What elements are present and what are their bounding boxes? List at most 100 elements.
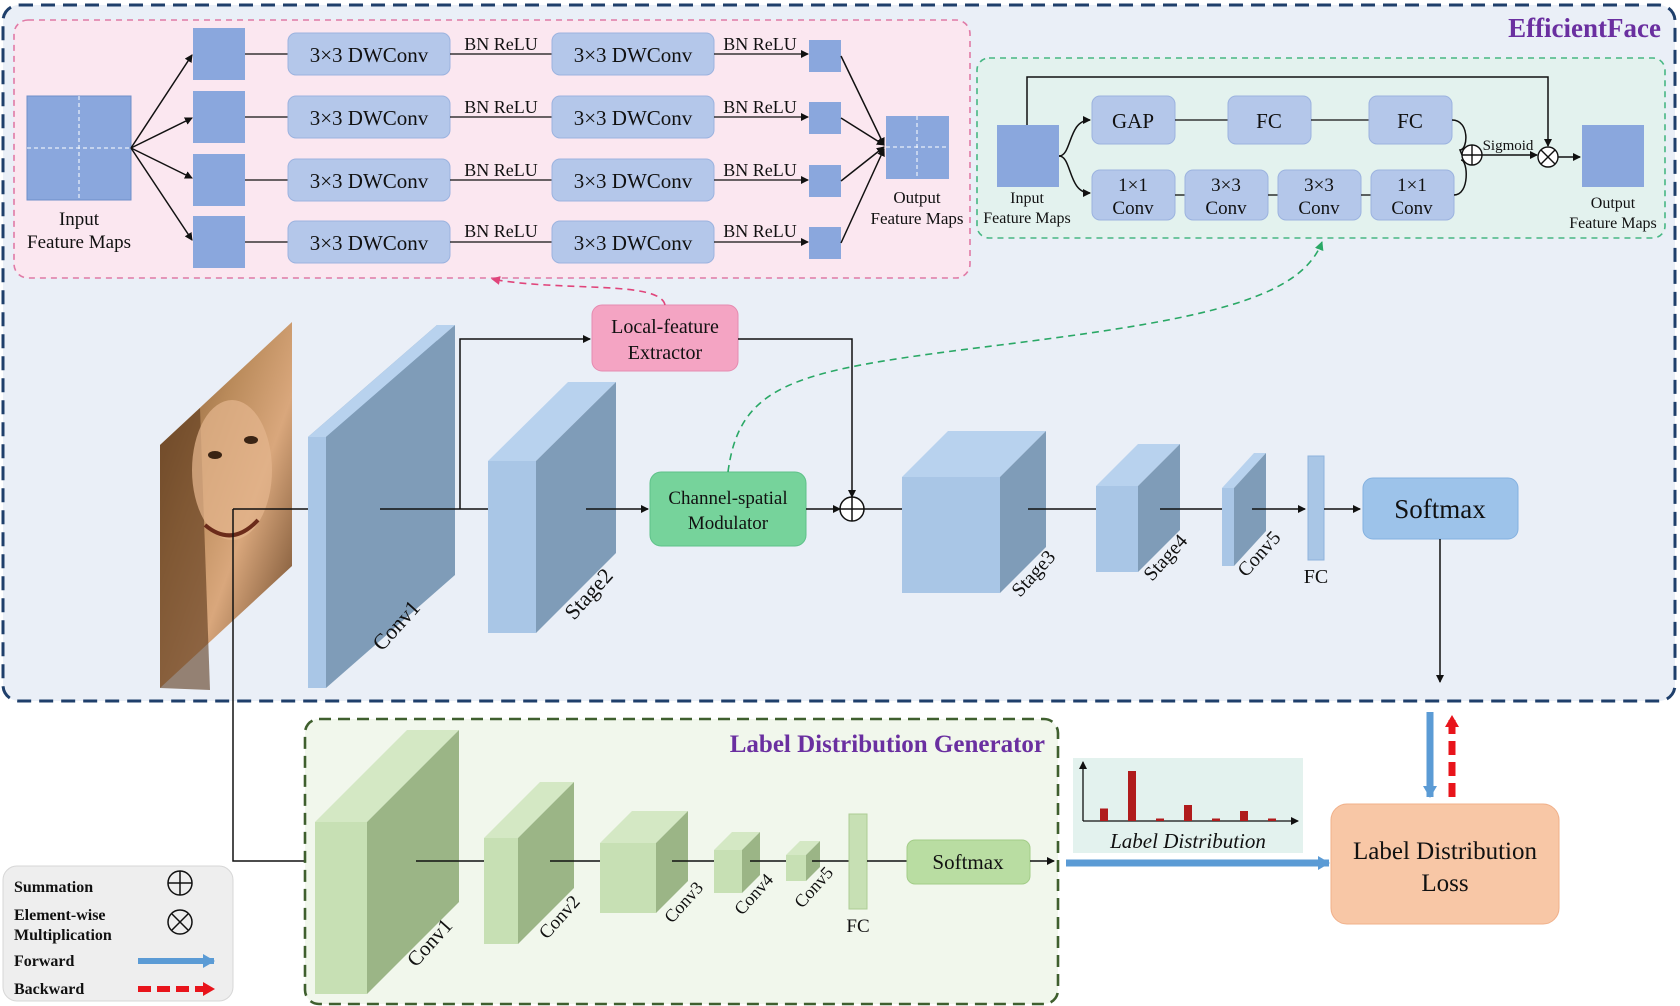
efficientface-stage3-block	[902, 431, 1046, 593]
legend-summation-icon	[167, 870, 193, 896]
ldg-conv2-block	[484, 782, 574, 944]
efficientface-softmax-label: Softmax	[1394, 494, 1486, 524]
dwconv-label: 3×3 DWConv	[574, 231, 693, 255]
legend-summation-label: Summation	[14, 879, 93, 896]
local-merge-arrows	[840, 55, 885, 244]
local-feature-extractor: Local-feature Extractor	[591, 304, 739, 372]
dwconv-label: 3×3 DWConv	[310, 231, 429, 255]
to-local-extractor-arrow	[459, 335, 591, 509]
efficientface-fc-block	[1307, 455, 1325, 561]
ldg-conv3-block	[600, 811, 688, 913]
local-extractor-label-2: Extractor	[628, 342, 703, 364]
legend-elementwise-label-2: Multiplication	[14, 927, 112, 944]
mod-split-bottom	[1058, 155, 1091, 197]
mod-conv3x3-a-l1: 3×3	[1211, 175, 1241, 196]
mod-output-label-1: Output	[1591, 195, 1636, 212]
label-distribution-loss: Label Distribution Loss	[1330, 803, 1560, 925]
efficientface-stage4-block	[1096, 444, 1180, 572]
label-distribution-bar	[1212, 818, 1220, 821]
local-extractor-label-1: Local-feature	[611, 316, 719, 338]
label-distribution-bar	[1268, 818, 1276, 821]
label-distribution-caption: Label Distribution	[1109, 829, 1266, 853]
loss-label-2: Loss	[1421, 870, 1468, 897]
ldg-fc-block	[848, 813, 868, 910]
efficientface-conv1-block	[308, 325, 455, 688]
label-distribution-bar	[1156, 818, 1164, 821]
efficientface-conv5-block	[1222, 453, 1266, 566]
bn-relu-label: BN ReLU	[464, 221, 538, 241]
mod-gap-label: GAP	[1112, 109, 1154, 133]
legend-forward-label: Forward	[14, 953, 75, 970]
mod-conv1x1-b-l2: Conv	[1391, 198, 1433, 219]
dwconv-label: 3×3 DWConv	[310, 43, 429, 67]
dwconv-label: 3×3 DWConv	[574, 106, 693, 130]
mod-input-feature-map	[997, 125, 1059, 187]
efficientface-stage2-block	[488, 382, 616, 633]
dwconv-label: 3×3 DWConv	[310, 106, 429, 130]
local-branch-4: 3×3 DWConv BN ReLU 3×3 DWConv BN ReLU	[193, 216, 841, 268]
mod-split-top	[1058, 116, 1091, 157]
local-branch-2: 3×3 DWConv BN ReLU 3×3 DWConv BN ReLU	[193, 91, 841, 143]
ldg-conv4-block	[714, 832, 760, 893]
local-extractor-to-sum-arrow	[738, 338, 856, 498]
modulator-detail-panel: Input Feature Maps GAP FC FC 1×1 Conv 3×…	[976, 57, 1666, 239]
local-input-label-2: Feature Maps	[27, 232, 131, 253]
mod-conv1x1-a-l2: Conv	[1112, 198, 1154, 219]
loss-label-1: Label Distribution	[1353, 838, 1537, 865]
modulator-label-1: Channel-spatial	[668, 488, 787, 509]
dwconv-label: 3×3 DWConv	[310, 169, 429, 193]
dwconv-label: 3×3 DWConv	[574, 169, 693, 193]
ldg-conv5-block	[786, 841, 820, 881]
dwconv-label: 3×3 DWConv	[574, 43, 693, 67]
bn-relu-label: BN ReLU	[723, 34, 797, 54]
local-input-label-1: Input	[59, 209, 100, 230]
mod-conv3x3-b-l2: Conv	[1298, 198, 1340, 219]
label-distribution-chart: Label Distribution	[1073, 758, 1303, 853]
efficientface-title: EfficientFace	[1508, 13, 1661, 43]
mod-fc2-label: FC	[1397, 109, 1423, 133]
bn-relu-label: BN ReLU	[723, 160, 797, 180]
mod-input-label-1: Input	[1010, 190, 1044, 207]
mod-conv1x1-b-l1: 1×1	[1397, 175, 1427, 196]
label-distribution-bars	[1100, 771, 1276, 821]
sigmoid-label: Sigmoid	[1483, 138, 1534, 154]
legend: Summation Element-wise Multiplication Fo…	[2, 865, 234, 1002]
local-input-feature-map	[26, 95, 132, 201]
legend-multiplication-icon	[167, 909, 193, 935]
mod-skip-arrow	[1026, 76, 1552, 147]
mod-fc1-label: FC	[1256, 109, 1282, 133]
mod-conv3x3-b-l1: 3×3	[1304, 175, 1334, 196]
mod-output-label-2: Feature Maps	[1569, 215, 1657, 232]
efficientface-softmax: Softmax	[1362, 477, 1519, 540]
input-to-ldg-line	[232, 509, 315, 862]
local-output-label-2: Feature Maps	[870, 209, 963, 228]
bn-relu-label: BN ReLU	[464, 160, 538, 180]
mod-output-feature-map	[1582, 125, 1644, 187]
local-branch-3: 3×3 DWConv BN ReLU 3×3 DWConv BN ReLU	[193, 154, 841, 206]
ldg-softmax: Softmax	[906, 839, 1031, 885]
local-output-label-1: Output	[893, 188, 941, 207]
ldg-title: Label Distribution Generator	[730, 731, 1045, 758]
mod-input-label-2: Feature Maps	[983, 210, 1071, 227]
bn-relu-label: BN ReLU	[464, 97, 538, 117]
label-distribution-bar	[1100, 808, 1108, 821]
multiplication-icon	[1537, 146, 1559, 168]
legend-elementwise-label-1: Element-wise	[14, 907, 106, 924]
summation-icon	[1461, 144, 1483, 166]
efficientface-fc-label: FC	[1304, 566, 1328, 588]
bn-relu-label: BN ReLU	[723, 221, 797, 241]
modulator-label-2: Modulator	[688, 513, 769, 534]
modulator-detail-link	[727, 241, 1324, 473]
local-output-feature-map	[886, 116, 949, 179]
main-summation-icon	[839, 496, 865, 522]
face-image	[160, 322, 292, 690]
legend-backward-label: Backward	[14, 981, 84, 998]
mod-conv1x1-a-l1: 1×1	[1118, 175, 1148, 196]
channel-spatial-modulator: Channel-spatial Modulator	[649, 471, 807, 547]
local-feature-detail-panel: Input Feature Maps 3×3 DWConv BN ReLU 3×…	[13, 19, 971, 279]
bn-relu-label: BN ReLU	[723, 97, 797, 117]
label-distribution-bar	[1240, 811, 1248, 821]
label-distribution-bar	[1184, 805, 1192, 821]
mod-conv3x3-a-l2: Conv	[1205, 198, 1247, 219]
